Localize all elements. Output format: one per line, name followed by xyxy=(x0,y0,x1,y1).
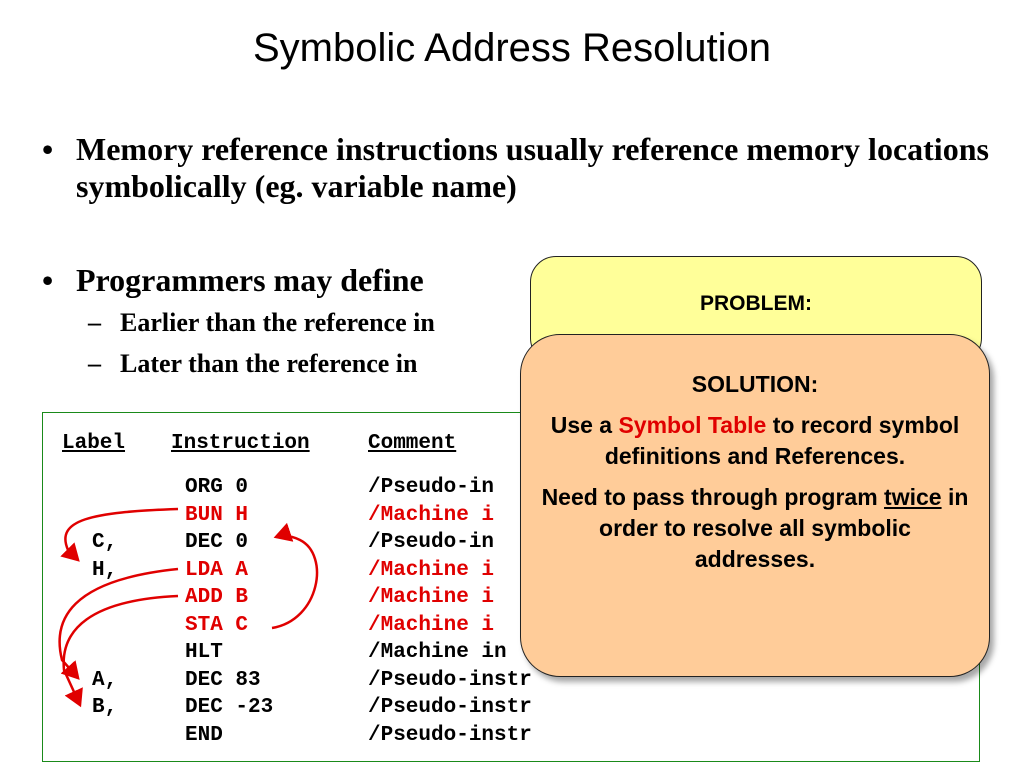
subbullet-symbol: – xyxy=(88,308,101,337)
row-instruction: ADD B xyxy=(185,586,249,609)
slide-title: Symbolic Address Resolution xyxy=(252,26,772,70)
solution-symbol-table-text: Use a Symbol Table to record symbol defi… xyxy=(541,410,969,472)
column-header-comment: Comment xyxy=(368,432,457,455)
bullet-text: Memory reference instructions usually re… xyxy=(76,131,989,204)
solution-heading: SOLUTION: xyxy=(691,371,819,397)
column-header-label: Label xyxy=(62,432,126,455)
row-label: B, xyxy=(92,696,118,719)
bullet-text: Programmers may define xyxy=(76,262,424,298)
twice-emphasis: twice xyxy=(884,484,942,510)
row-comment: /Pseudo-in xyxy=(368,476,495,499)
solution-text: to record symbol definitions and Referen… xyxy=(604,412,960,469)
row-label: H, xyxy=(92,558,118,582)
bullet-symbol: • xyxy=(42,262,54,298)
symbol-table-highlight: Symbol Table xyxy=(618,412,767,438)
row-instruction: LDA A xyxy=(185,558,249,582)
row-comment: /Pseudo-instr xyxy=(368,696,532,719)
row-label: A, xyxy=(92,668,118,692)
problem-heading: PROBLEM: xyxy=(700,292,812,315)
bullet-memory-reference: • Memory reference instructions usually … xyxy=(42,131,1002,205)
row-comment: /Machine i xyxy=(368,613,495,637)
row-comment: /Machine i xyxy=(368,558,495,582)
row-comment: /Pseudo-in xyxy=(368,531,495,554)
row-comment: /Machine in xyxy=(368,641,507,664)
solution-two-pass-text: Need to pass through program twice in or… xyxy=(541,482,969,575)
arrow-bun-to-h xyxy=(60,507,179,562)
row-instruction: DEC 83 xyxy=(185,668,261,692)
bullet-symbol: • xyxy=(42,131,54,167)
solution-text: in order to resolve all symbolic address… xyxy=(599,484,969,572)
solution-callout: SOLUTION: Use a Symbol Table to record s… xyxy=(520,334,990,677)
subbullet-later: – Later than the reference in xyxy=(88,349,418,379)
solution-text: Need to pass through program xyxy=(541,484,878,510)
row-instruction: STA C xyxy=(185,613,249,637)
bullet-programmers-define: • Programmers may define xyxy=(42,262,1002,299)
row-comment: /Machine i xyxy=(368,503,495,527)
row-instruction: DEC -23 xyxy=(185,696,274,719)
row-label: C, xyxy=(92,531,118,554)
row-comment: /Machine i xyxy=(368,586,495,609)
solution-text: Use a xyxy=(550,412,613,438)
subbullet-earlier: – Earlier than the reference in xyxy=(88,308,435,338)
column-header-instruction: Instruction xyxy=(171,432,310,455)
row-comment: /Pseudo-instr xyxy=(368,723,532,747)
row-instruction: HLT xyxy=(185,641,223,664)
row-instruction: ORG 0 xyxy=(185,476,249,499)
row-instruction: END xyxy=(185,723,223,747)
row-comment: /Pseudo-instr xyxy=(368,668,532,692)
arrow-add-to-b xyxy=(62,594,179,708)
subbullet-text: Later than the reference in xyxy=(120,349,418,378)
row-instruction: BUN H xyxy=(185,503,249,527)
arrow-lda-to-a xyxy=(58,567,179,680)
arrow-sta-to-c xyxy=(271,522,319,630)
subbullet-text: Earlier than the reference in xyxy=(120,308,435,337)
subbullet-symbol: – xyxy=(88,349,101,378)
row-instruction: DEC 0 xyxy=(185,531,249,554)
